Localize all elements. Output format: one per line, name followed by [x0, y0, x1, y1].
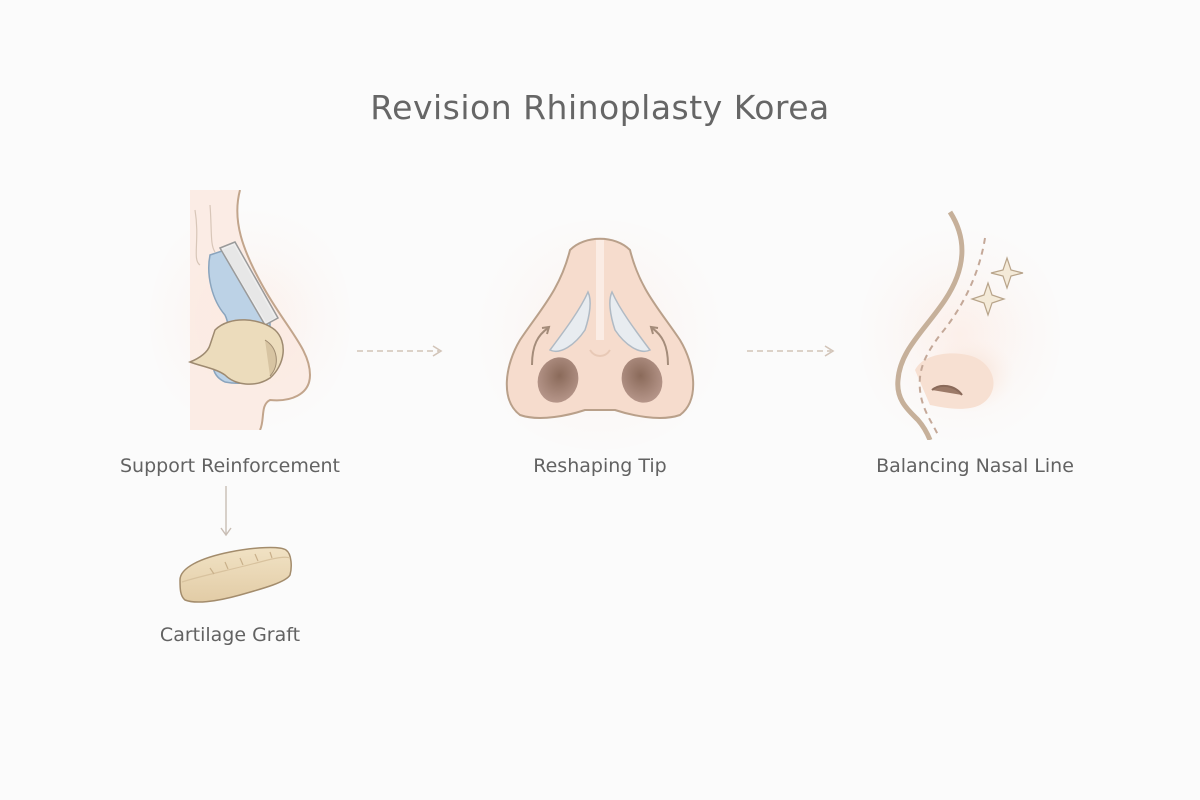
step-label-reshaping-tip: Reshaping Tip: [533, 455, 667, 477]
nose-front-view-with-tip-grafts-icon: [505, 237, 695, 419]
nose-profile-with-support-graft-icon: [187, 190, 312, 430]
arrow-down-icon: [220, 486, 232, 537]
dashed-arrow-right-icon: [357, 345, 443, 357]
step-label-balancing-nasal-line: Balancing Nasal Line: [876, 455, 1074, 477]
cartilage-graft-block-icon: [179, 546, 292, 603]
nose-profile-with-dashed-line-and-sparkles-icon: [895, 210, 1024, 440]
sub-step-label-cartilage-graft: Cartilage Graft: [159, 624, 301, 646]
step-label-support-reinforcement: Support Reinforcement: [119, 455, 341, 477]
diagram-title: Revision Rhinoplasty Korea: [370, 88, 830, 127]
dashed-arrow-right-icon: [747, 345, 835, 357]
